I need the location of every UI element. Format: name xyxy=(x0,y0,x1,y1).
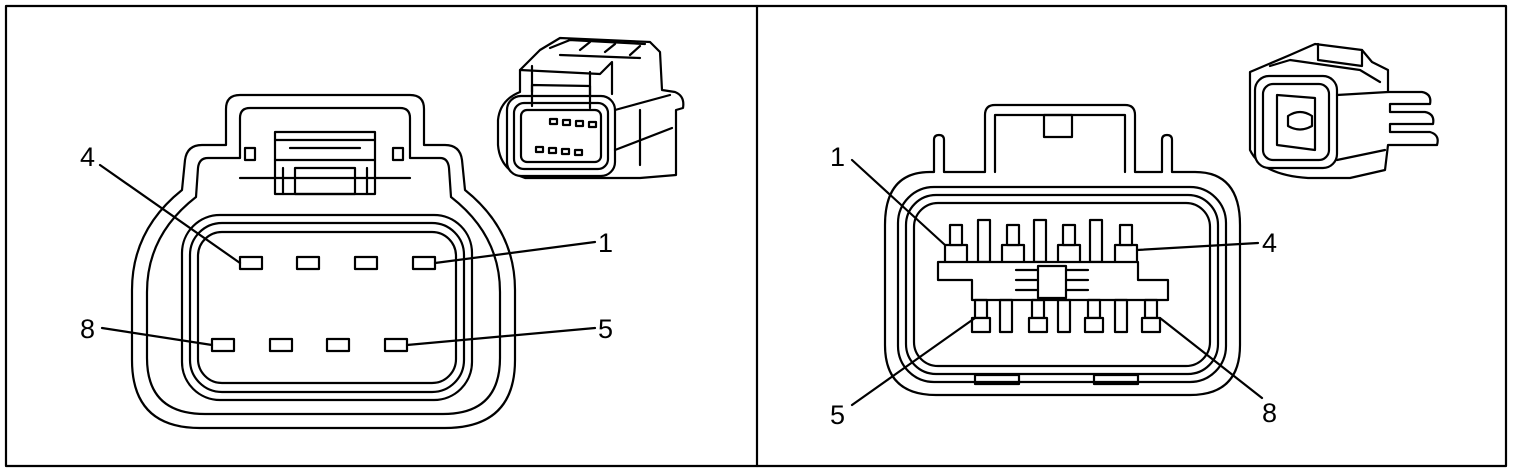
right-panel: 1 4 5 8 xyxy=(830,42,1439,430)
pin-label-r5: 5 xyxy=(830,400,845,430)
cavity-6 xyxy=(325,337,351,353)
leader-1 xyxy=(433,240,597,265)
cavity-4 xyxy=(238,255,264,271)
leader-5 xyxy=(405,326,597,347)
right-bottom-key-2 xyxy=(1092,373,1140,386)
cavity-8 xyxy=(210,337,236,353)
leader-8 xyxy=(100,326,214,347)
pin-label-r8: 8 xyxy=(1262,398,1277,428)
leader-r8 xyxy=(1158,316,1264,400)
right-terminal-block xyxy=(936,218,1170,334)
pin-label-r1: 1 xyxy=(830,142,845,172)
leader-r5 xyxy=(850,316,977,407)
left-thumbnail-connector xyxy=(496,36,685,180)
cavity-3 xyxy=(295,255,321,271)
left-face-ring-1 xyxy=(180,213,474,402)
left-housing-outer xyxy=(130,93,517,430)
right-face-ring-2 xyxy=(904,193,1220,376)
pin-label-r4: 4 xyxy=(1262,228,1277,258)
right-bottom-key-1 xyxy=(973,373,1021,386)
cavity-7 xyxy=(268,337,294,353)
right-face-ring-3 xyxy=(912,201,1212,368)
pin-label-1: 1 xyxy=(598,228,613,258)
left-latch xyxy=(238,130,412,196)
left-housing-inner xyxy=(145,106,502,416)
left-panel: 4 1 8 5 xyxy=(80,36,685,430)
right-face-ring-1 xyxy=(896,185,1228,384)
right-thumbnail-connector xyxy=(1248,42,1439,180)
right-top-tab xyxy=(993,113,1127,174)
left-face-ring-3 xyxy=(196,230,458,385)
pin-label-8: 8 xyxy=(80,314,95,344)
right-tab-notch xyxy=(1042,113,1074,139)
pin-label-5: 5 xyxy=(598,314,613,344)
leader-r1 xyxy=(850,158,947,247)
left-cavities xyxy=(210,255,437,353)
cavity-2 xyxy=(353,255,379,271)
right-housing-outer xyxy=(883,103,1242,397)
left-face-ring-2 xyxy=(188,221,466,394)
leader-r4 xyxy=(1135,241,1260,252)
cavity-1 xyxy=(411,255,437,271)
cavity-5 xyxy=(383,337,409,353)
pin-label-4: 4 xyxy=(80,142,95,172)
leader-4 xyxy=(98,163,242,265)
